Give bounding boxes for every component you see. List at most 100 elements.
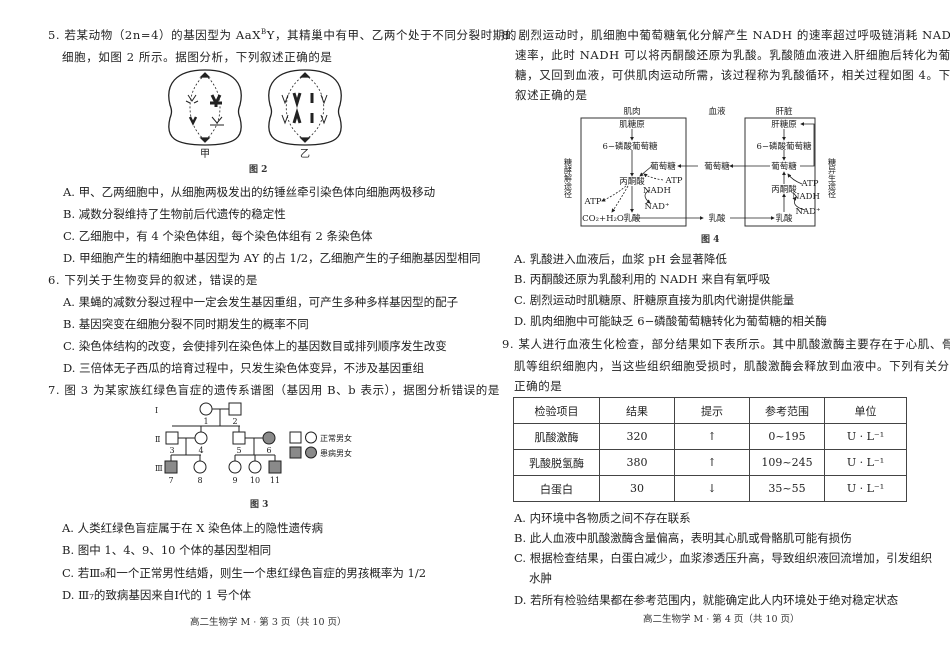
question-stem: 正确的是	[514, 379, 563, 393]
muscle-co2-h2o: CO₂+H₂O	[582, 214, 624, 224]
individual-number: 8	[197, 476, 202, 485]
muscle-glucose: 葡萄糖	[650, 161, 676, 172]
table-cell: 320	[599, 423, 675, 450]
question-stem: 8. 剧烈运动时，肌细胞中葡萄糖氧化分解产生 NADH 的速率超过呼吸链消耗 N…	[502, 28, 950, 42]
muscle-atp-out: ATP	[583, 197, 601, 207]
option-c-continued: 水肿	[529, 571, 552, 585]
option-a[interactable]: A. 内环境中各物质之间不存在联系	[514, 511, 691, 525]
option-c[interactable]: C. 剧烈运动时肌糖原、肝糖原直接为肌肉代谢提供能量	[514, 293, 795, 307]
page-footer: 高二生物学 M · 第 4 页（共 10 页）	[643, 614, 800, 625]
region-label-muscle: 肌肉	[623, 106, 640, 117]
option-d[interactable]: D. 若所有检验结果都在参考范围内，就能确定此人内环境处于绝对稳定状态	[514, 593, 899, 607]
gluconeogenesis-pathway-label: 糖异生途径	[828, 157, 837, 198]
blood-test-table: 检验项目 结果 提示 参考范围 单位 肌酸激酶 320 ↑ 0~195 U · …	[513, 397, 907, 502]
table-cell: U · L⁻¹	[824, 475, 907, 502]
individual-6	[262, 431, 276, 445]
option-d[interactable]: D. 甲细胞产生的精细胞中基因型为 AY 的占 1/2，乙细胞产生的子细胞基因型…	[63, 251, 481, 265]
individual-number: 6	[266, 446, 271, 455]
liver-box	[744, 117, 816, 227]
stem-text: 5. 若某动物（2n=4）的基因型为 AaX	[48, 28, 262, 42]
option-b[interactable]: B. 此人血液中肌酸激酶含量偏高，表明其心肌或骨骼肌可能有损伤	[514, 531, 852, 545]
table-header-row: 检验项目 结果 提示 参考范围 单位	[513, 397, 907, 424]
muscle-box	[580, 117, 687, 227]
table-cell: ↑	[674, 449, 750, 476]
question-stem: 5. 若某动物（2n=4）的基因型为 AaXBY，其精巢中有甲、乙两个处于不同分…	[48, 25, 517, 45]
question-stem: 速率，此时 NADH 可以将丙酮酸还原为乳酸。乳酸随血液进入肝细胞后转化为葡萄	[515, 48, 950, 62]
question-stem: 9. 某人进行血液生化检查，部分结果如下表所示。其中肌酸激酶主要存在于心肌、骨骼	[502, 337, 950, 351]
cell-label-yi: 乙	[300, 148, 310, 160]
page-footer: 高二生物学 M · 第 3 页（共 10 页）	[190, 617, 347, 628]
liver-g6p: 6−磷酸葡萄糖	[756, 141, 812, 152]
option-a[interactable]: A. 人类红绿色盲症属于在 X 染色体上的隐性遗传病	[62, 521, 324, 535]
question-stem: 6. 下列关于生物变异的叙述，错误的是	[48, 273, 259, 287]
muscle-glycogen: 肌糖原	[619, 119, 645, 130]
option-c[interactable]: C. 乙细胞中，有 4 个染色体组，每个染色体组有 2 条染色体	[63, 229, 373, 243]
option-c[interactable]: C. 若Ⅲ₉和一个正常男性结婚，则生一个患红绿色盲症的男孩概率为 1/2	[62, 566, 427, 580]
individual-7	[164, 460, 178, 474]
legend-normal-male-icon	[289, 431, 302, 444]
individual-number: 11	[270, 476, 280, 485]
individual-11	[268, 460, 282, 474]
figure-caption: 图 2	[249, 165, 268, 175]
individual-5	[232, 431, 246, 445]
individual-number: 5	[236, 446, 241, 455]
option-b[interactable]: B. 图中 1、4、9、10 个体的基因型相同	[62, 543, 272, 557]
option-b[interactable]: B. 基因突变在细胞分裂不同时期发生的概率不同	[63, 317, 309, 331]
option-a[interactable]: A. 果蝇的减数分裂过程中一定会发生基因重组，可产生多种多样基因型的配子	[63, 295, 459, 309]
option-b[interactable]: B. 减数分裂维持了生物前后代遗传的稳定性	[63, 207, 286, 221]
superscript: B	[261, 28, 267, 36]
blood-glucose: 葡萄糖	[704, 161, 730, 172]
table-row: 肌酸激酶 320 ↑ 0~195 U · L⁻¹	[513, 423, 907, 450]
liver-glycogen: 肝糖原	[771, 119, 797, 130]
table-cell: 109~245	[749, 449, 825, 476]
table-cell: ↓	[674, 475, 750, 502]
table-header: 参考范围	[749, 397, 825, 424]
individual-4	[194, 431, 208, 445]
option-c[interactable]: C. 染色体结构的改变，会使排列在染色体上的基因数目或排列顺序发生改变	[63, 339, 447, 353]
individual-number: 4	[198, 446, 203, 455]
individual-number: 1	[203, 417, 208, 426]
option-d[interactable]: D. Ⅲ₇的致病基因来自Ⅰ代的 1 号个体	[62, 588, 251, 602]
question-stem: 7. 图 3 为某家族红绿色盲症的遗传系谱图（基因用 B、b 表示），据图分析错…	[48, 383, 500, 397]
generation-label: Ⅱ	[155, 435, 160, 444]
cell-label-jia: 甲	[200, 149, 210, 160]
table-header: 单位	[824, 397, 907, 424]
option-a[interactable]: A. 甲、乙两细胞中，从细胞两极发出的纺锤丝牵引染色体向细胞两极移动	[63, 185, 436, 199]
table-cell: 30	[599, 475, 675, 502]
table-cell: U · L⁻¹	[824, 423, 907, 450]
cell-yi	[268, 69, 342, 146]
option-a[interactable]: A. 乳酸进入血液后，血浆 pH 会显著降低	[514, 252, 727, 266]
pedigree-chart: Ⅰ Ⅱ Ⅲ 1 2 3 4 5 6 7 8 9 10 11 正常男女 患病男女	[155, 402, 352, 485]
option-d[interactable]: D. 肌肉细胞中可能缺乏 6−磷酸葡萄糖转化为葡萄糖的相关酶	[514, 314, 827, 328]
option-c[interactable]: C. 根据检查结果，白蛋白减少，血浆渗透压升高，导致组织液回流增加，引发组织	[514, 551, 933, 565]
table-cell: 白蛋白	[513, 475, 600, 502]
blood-lactate: 乳酸	[708, 213, 726, 224]
option-b[interactable]: B. 丙酮酸还原为乳酸利用的 NADH 来自有氧呼吸	[514, 272, 771, 286]
table-header: 检验项目	[513, 397, 600, 424]
legend-normal-female-icon	[305, 431, 317, 444]
region-label-blood: 血液	[708, 106, 726, 117]
figure-caption: 图 3	[250, 500, 269, 510]
table-cell: 乳酸脱氢酶	[513, 449, 600, 476]
table-header: 提示	[674, 397, 750, 424]
individual-number: 10	[250, 476, 260, 485]
liver-nad: NAD⁺	[796, 207, 821, 217]
generation-label: Ⅲ	[155, 464, 163, 473]
muscle-nad: NAD⁺	[645, 202, 670, 212]
muscle-lactate: 乳酸	[623, 213, 641, 224]
table-row: 白蛋白 30 ↓ 35~55 U · L⁻¹	[513, 475, 907, 502]
stem-text: Y，其精巢中有甲、乙两个处于不同分裂时期的	[266, 28, 517, 42]
option-d[interactable]: D. 三倍体无子西瓜的培育过程中，只发生染色体变异，不涉及基因重组	[63, 361, 425, 375]
individual-number: 9	[232, 476, 237, 485]
individual-1	[199, 402, 213, 416]
liver-lactate: 乳酸	[775, 213, 793, 224]
table-cell: 0~195	[749, 423, 825, 450]
question-stem: 细胞，如图 2 所示。据图分析，下列叙述正确的是	[62, 50, 333, 64]
individual-10	[248, 460, 262, 474]
legend-normal-label: 正常男女	[320, 433, 352, 443]
question-stem: 糖，又回到血液，可供肌肉运动所需，该过程称为乳酸循环，相关过程如图 4。下列	[515, 68, 950, 82]
table-header: 结果	[599, 397, 675, 424]
table-cell: ↑	[674, 423, 750, 450]
liver-glucose: 葡萄糖	[771, 161, 797, 172]
individual-number: 7	[168, 476, 173, 485]
